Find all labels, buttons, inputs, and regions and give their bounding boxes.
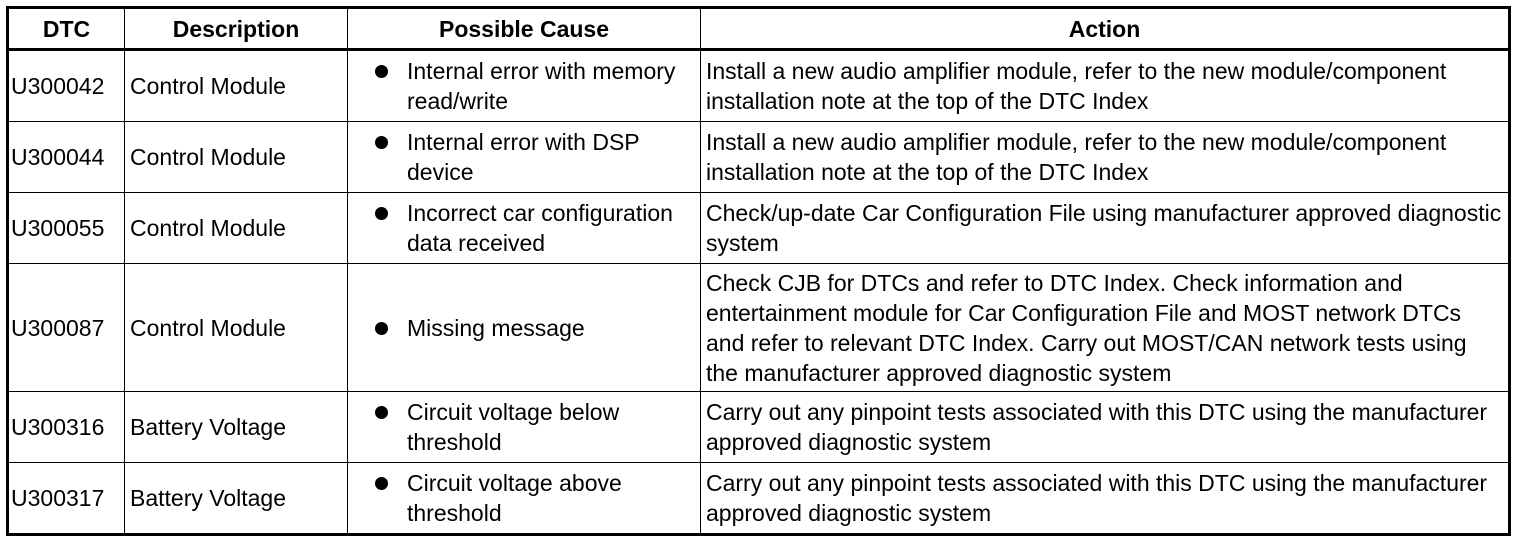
description-cell: Control Module xyxy=(124,121,348,193)
table-row: U300042 Control Module Internal error wi… xyxy=(7,49,1510,122)
header-dtc: DTC xyxy=(7,7,125,51)
table-row: U300316 Battery Voltage Circuit voltage … xyxy=(7,391,1510,463)
dtc-code: U300316 xyxy=(7,391,125,463)
dtc-document: DTC Description Possible Cause Action U3… xyxy=(6,6,1511,536)
action-cell: Check/up-date Car Configuration File usi… xyxy=(700,192,1510,264)
header-description: Description xyxy=(124,7,348,51)
dtc-code: U300042 xyxy=(7,49,125,122)
cause-text: Internal error with memory read/write xyxy=(407,58,676,114)
action-cell: Check CJB for DTCs and refer to DTC Inde… xyxy=(700,263,1510,392)
action-cell: Install a new audio amplifier module, re… xyxy=(700,121,1510,193)
action-cell: Carry out any pinpoint tests associated … xyxy=(700,391,1510,463)
action-cell: Install a new audio amplifier module, re… xyxy=(700,49,1510,122)
cause-cell: Circuit voltage above threshold xyxy=(347,462,701,535)
cause-cell: Internal error with DSP device xyxy=(347,121,701,193)
description-cell: Battery Voltage xyxy=(124,391,348,463)
header-row: DTC Description Possible Cause Action xyxy=(7,7,1510,51)
header-action: Action xyxy=(700,7,1510,51)
bullet-icon xyxy=(375,477,388,490)
cause-text: Circuit voltage below threshold xyxy=(407,399,620,455)
bullet-icon xyxy=(375,321,388,335)
cause-cell: Circuit voltage below threshold xyxy=(347,391,701,463)
description-cell: Battery Voltage xyxy=(124,462,348,535)
cause-cell: Internal error with memory read/write xyxy=(347,49,701,122)
cause-cell: Incorrect car configuration data receive… xyxy=(347,192,701,264)
cause-text: Incorrect car configuration data receive… xyxy=(407,200,673,256)
table-row: U300087 Control Module Missing message C… xyxy=(7,263,1510,392)
description-cell: Control Module xyxy=(124,49,348,122)
dtc-code: U300087 xyxy=(7,263,125,392)
cause-text: Circuit voltage above threshold xyxy=(407,470,622,526)
bullet-icon xyxy=(375,136,388,149)
header-possible-cause: Possible Cause xyxy=(347,7,701,51)
bullet-icon xyxy=(375,65,388,78)
dtc-code: U300317 xyxy=(7,462,125,535)
dtc-code: U300044 xyxy=(7,121,125,193)
cause-text: Internal error with DSP device xyxy=(407,129,640,185)
cause-text: Missing message xyxy=(407,314,585,341)
table-row: U300317 Battery Voltage Circuit voltage … xyxy=(7,462,1510,535)
table-row: U300044 Control Module Internal error wi… xyxy=(7,121,1510,193)
table-row: U300055 Control Module Incorrect car con… xyxy=(7,192,1510,264)
description-cell: Control Module xyxy=(124,263,348,392)
description-cell: Control Module xyxy=(124,192,348,264)
cause-cell: Missing message xyxy=(347,263,701,392)
dtc-code: U300055 xyxy=(7,192,125,264)
bullet-icon xyxy=(375,406,388,419)
action-cell: Carry out any pinpoint tests associated … xyxy=(700,462,1510,535)
bullet-icon xyxy=(375,207,388,220)
dtc-table: DTC Description Possible Cause Action U3… xyxy=(6,6,1511,536)
